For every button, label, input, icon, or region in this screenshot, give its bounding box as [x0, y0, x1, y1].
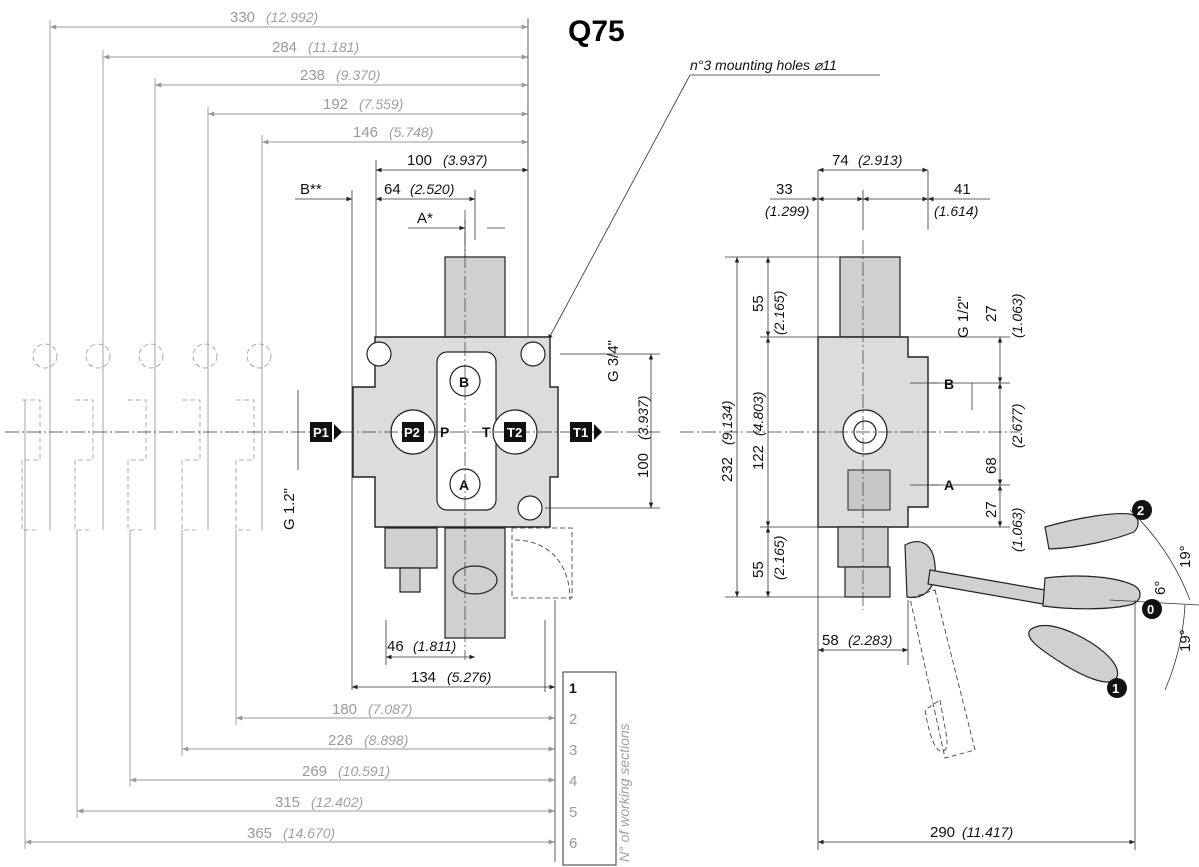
- dim-269-inch: (10.591): [338, 763, 390, 779]
- front-port-labels: P1 P2 T2 T1 P T B A: [310, 374, 602, 493]
- b-star-label: B**: [300, 181, 322, 198]
- dim-33: 33: [776, 181, 793, 198]
- section-count-3: 3: [569, 742, 577, 759]
- drawing-title: Q75: [568, 15, 625, 48]
- sections-axis-label: N° of working sections: [616, 723, 632, 862]
- dim-74-inch: (2.913): [858, 152, 902, 168]
- dim-330-inch: (12.992): [266, 9, 318, 25]
- dim-238: 238: [300, 67, 325, 84]
- mounting-holes-note: n°3 mounting holes ⌀11: [690, 57, 837, 73]
- side-view: [680, 240, 1141, 759]
- dim-55-top: 55: [750, 295, 767, 312]
- dim-122: 122: [750, 445, 767, 470]
- dim-232-inch: (9.134): [719, 401, 735, 445]
- dim-41-inch: (1.614): [934, 203, 978, 219]
- angle-19-top: 19°: [1177, 545, 1194, 568]
- section-count-4: 4: [569, 773, 577, 790]
- port-b-label: B: [459, 374, 469, 390]
- dim-100: 100: [407, 152, 432, 169]
- dim-315: 315: [275, 794, 300, 811]
- dim-v100: 100: [635, 453, 652, 478]
- front-view: [340, 210, 660, 660]
- g34-label: G 3/4": [605, 340, 622, 382]
- lever-pos-0: 0: [1147, 602, 1154, 617]
- dim-290: 290: [930, 824, 955, 841]
- section-count-1: 1: [569, 680, 577, 696]
- side-view-dims: [725, 167, 1136, 850]
- dim-238-inch: (9.370): [336, 67, 380, 83]
- top-dimension-labels: 330 (12.992) 284 (11.181) 238 (9.370) 19…: [230, 9, 487, 227]
- side-port-a-label: A: [944, 477, 954, 493]
- dim-134-inch: (5.276): [447, 669, 491, 685]
- bottom-dimension-labels: 46 (1.811) 134 (5.276) 180 (7.087) 226 (…: [247, 638, 632, 862]
- side-view-labels: 74 (2.913) 33 (1.299) 41 (1.614) 55 (2.1…: [719, 152, 1025, 841]
- front-right-dims: G 3/4" (3.937) 100 G 1.2": [281, 340, 660, 530]
- section-count-5: 5: [569, 804, 577, 821]
- port-t1-label: T1: [573, 425, 588, 440]
- side-port-b-label: B: [944, 376, 954, 392]
- dim-68-inch: (2.677): [1009, 404, 1025, 448]
- dim-146: 146: [353, 124, 378, 141]
- dim-27-bottom-inch: (1.063): [1009, 508, 1025, 552]
- g12-right-label: G 1/2": [955, 296, 972, 338]
- dim-100-inch: (3.937): [443, 152, 487, 168]
- lever-pos-2: 2: [1137, 503, 1144, 518]
- dim-290-inch: (11.417): [962, 824, 1013, 840]
- dim-284-inch: (11.181): [308, 39, 359, 55]
- dim-226-inch: (8.898): [364, 732, 408, 748]
- port-p1-label: P1: [313, 425, 329, 440]
- dim-27-bottom: 27: [983, 501, 1000, 518]
- port-p2-label: P2: [404, 425, 420, 440]
- top-dimension-lines: [49, 18, 529, 690]
- dim-232: 232: [719, 457, 736, 482]
- dim-64: 64: [384, 181, 401, 198]
- angle-6: 6°: [1152, 581, 1169, 595]
- dim-192: 192: [323, 96, 348, 113]
- dim-55-bottom: 55: [750, 561, 767, 578]
- section-count-6: 6: [569, 835, 577, 852]
- dim-55-top-inch: (2.165): [771, 291, 787, 335]
- dim-68: 68: [983, 457, 1000, 474]
- lever-pos-1: 1: [1112, 681, 1119, 696]
- dim-27-top: 27: [983, 305, 1000, 322]
- bottom-dimension-lines: [24, 400, 617, 866]
- angle-19-bottom: 19°: [1177, 629, 1194, 652]
- dim-180: 180: [332, 701, 357, 718]
- dim-55-bottom-inch: (2.165): [771, 536, 787, 580]
- dim-146-inch: (5.748): [389, 124, 433, 140]
- dim-58-inch: (2.283): [848, 632, 892, 648]
- port-t2-label: T2: [507, 425, 522, 440]
- dim-33-inch: (1.299): [765, 203, 809, 219]
- dim-74: 74: [832, 152, 849, 169]
- dim-315-inch: (12.402): [311, 794, 363, 810]
- section-count-2: 2: [569, 711, 577, 728]
- dim-180-inch: (7.087): [368, 701, 412, 717]
- port-t-label: T: [482, 424, 491, 440]
- dim-58: 58: [822, 632, 839, 649]
- port-a-label: A: [459, 477, 469, 493]
- dim-27-top-inch: (1.063): [1009, 294, 1025, 338]
- dim-v3937: (3.937): [635, 396, 651, 440]
- dim-192-inch: (7.559): [359, 96, 403, 112]
- dim-134: 134: [411, 669, 436, 686]
- dim-46-inch: (1.811): [413, 638, 456, 654]
- dim-64-inch: (2.520): [410, 181, 454, 197]
- g12-left-label: G 1.2": [281, 488, 298, 530]
- dim-269: 269: [302, 763, 327, 780]
- port-p-label: P: [440, 424, 449, 440]
- a-star-label: A*: [417, 210, 433, 227]
- dim-365-inch: (14.670): [283, 825, 335, 841]
- lever-angles: 2 0 1 19° 6° 19°: [1107, 500, 1199, 698]
- dim-226: 226: [328, 732, 353, 749]
- dim-46: 46: [387, 638, 404, 655]
- dim-284: 284: [272, 39, 297, 56]
- dim-365: 365: [247, 825, 272, 842]
- dim-122-inch: (4.803): [750, 392, 766, 436]
- dim-330: 330: [230, 9, 255, 26]
- dim-41: 41: [954, 181, 971, 198]
